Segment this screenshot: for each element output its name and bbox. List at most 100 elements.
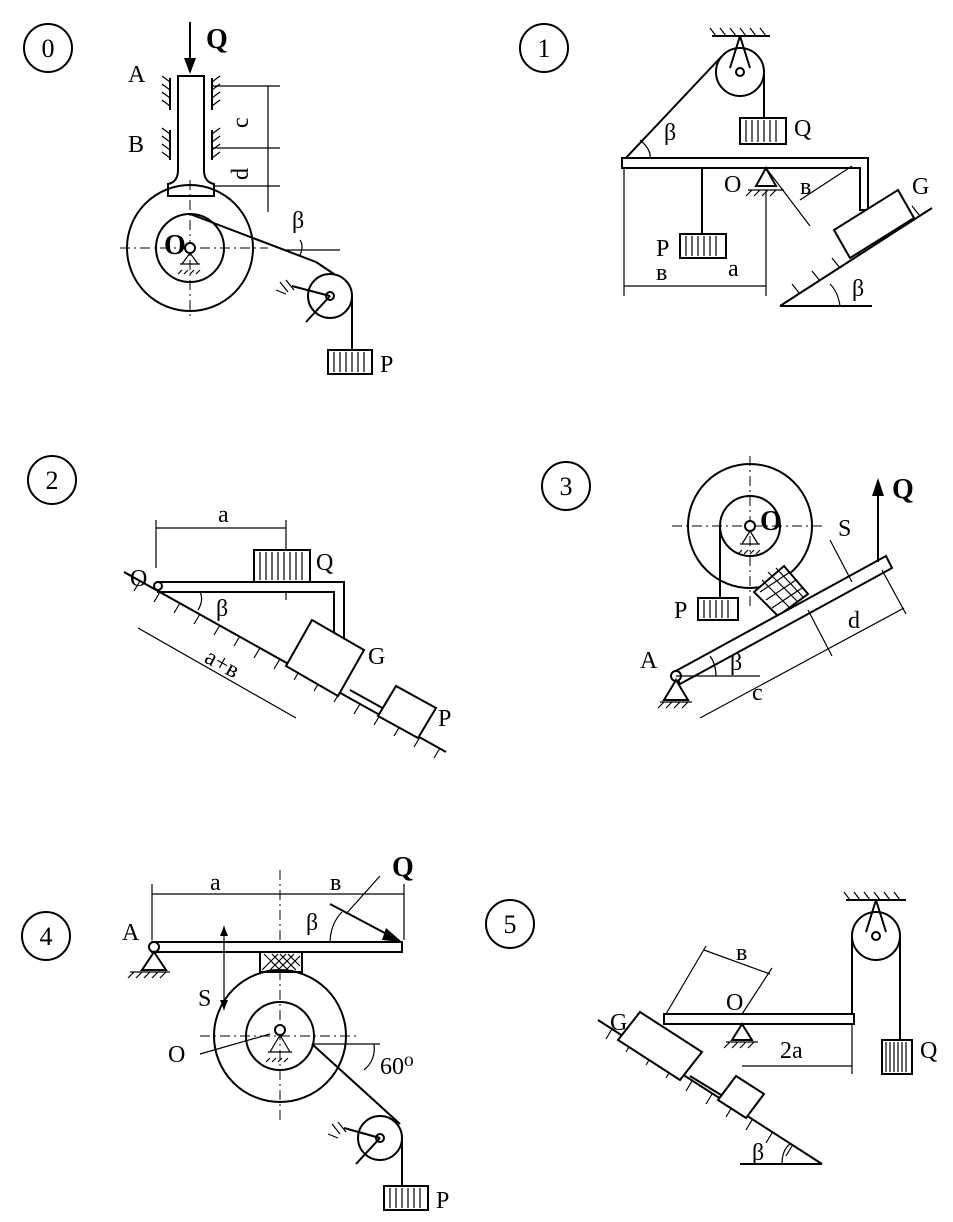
panel-number-circle <box>485 899 535 949</box>
pivot-a-hatch <box>657 701 692 709</box>
pulley-5-hanger-a <box>865 899 877 933</box>
drum-outer <box>213 969 347 1103</box>
force-q-arrowhead <box>382 928 402 942</box>
label-p: P <box>438 706 451 732</box>
block-g <box>832 188 916 260</box>
drum-pivot <box>274 1024 286 1036</box>
label-a: a <box>728 256 739 282</box>
pulley-0-wall-hatch <box>275 279 295 295</box>
dim-c <box>699 649 827 719</box>
label-p: P <box>436 1188 449 1214</box>
label-p: P <box>674 598 687 624</box>
label-a: a <box>210 870 221 896</box>
drum-inner <box>245 1001 315 1071</box>
drum-outer <box>126 184 254 312</box>
label-v: в <box>800 174 811 200</box>
dim-v <box>799 165 853 201</box>
label-o: O <box>760 506 782 537</box>
pulley-5-pin <box>871 931 881 941</box>
lever-1 <box>621 157 869 211</box>
rope-0 <box>189 213 317 263</box>
weight-p-hatch <box>389 1188 421 1208</box>
label-g: G <box>610 1010 627 1036</box>
panel-number: 1 <box>538 34 551 63</box>
label-v: в <box>736 940 747 966</box>
label-v2: в <box>656 260 667 286</box>
pulley-0-bracket-a <box>291 285 331 297</box>
label-o: O <box>726 990 743 1016</box>
brake-shoe <box>752 564 810 618</box>
pulley-5-hanger-b <box>875 899 887 933</box>
weight-q <box>739 117 787 145</box>
label-q: Q <box>316 550 333 576</box>
label-a-point: A <box>122 920 140 946</box>
panel-3: 3 O P A β Q S c <box>541 456 914 719</box>
rope-0-wrap <box>315 261 335 275</box>
label-q: Q <box>206 24 228 55</box>
panel-number: 5 <box>504 910 517 939</box>
pivot-a-hatch <box>127 971 170 979</box>
fulcrum-o <box>754 165 778 187</box>
label-q: Q <box>392 852 414 883</box>
weight-p-hatch <box>333 352 365 372</box>
label-q: Q <box>794 116 811 142</box>
block-g <box>616 1010 704 1082</box>
drum-support <box>265 1034 292 1063</box>
panel-2: 2 a Q O β a+в G P <box>27 455 451 759</box>
drum-pivot <box>184 242 196 254</box>
ceiling-1-hatch <box>709 27 767 37</box>
label-beta: β <box>292 208 304 234</box>
label-a: a <box>218 502 229 528</box>
panel-number-circle <box>23 23 73 73</box>
beta-arc-3 <box>709 655 717 677</box>
label-s: S <box>838 516 851 542</box>
label-o: O <box>164 230 186 261</box>
dim-v-ext-right <box>741 967 773 1015</box>
dim-ext-mid <box>807 609 833 657</box>
rope-beta <box>623 55 723 161</box>
force-q-arrowhead <box>872 478 884 496</box>
beta-arc-5 <box>781 1143 791 1165</box>
label-beta: β <box>752 1140 764 1166</box>
lever-4 <box>151 941 403 953</box>
label-v: в <box>330 870 341 896</box>
drum-outer <box>687 463 813 589</box>
label-d: d <box>228 168 254 180</box>
guide-a-hatch <box>161 75 221 107</box>
dim-ext-right <box>881 569 907 615</box>
pulley-4-bracket-a <box>343 1127 381 1139</box>
label-g: G <box>368 644 385 670</box>
lever-5 <box>663 1013 855 1025</box>
pivot-a-support <box>140 950 168 971</box>
label-o: O <box>130 566 147 592</box>
label-a: A <box>640 648 658 674</box>
label-o-leader <box>199 1033 271 1055</box>
incline-2-hatch <box>133 580 441 759</box>
weight-q-hatch <box>885 1042 907 1072</box>
panel-5: 5 Q O в 2a β G <box>485 891 937 1166</box>
label-p: P <box>656 236 669 262</box>
label-beta: β <box>216 596 228 622</box>
label-beta: β <box>730 650 742 676</box>
label-c: c <box>228 117 254 128</box>
angle-60-arc <box>363 1043 375 1071</box>
label-c: c <box>752 680 763 706</box>
force-s-arrowhead-up <box>220 926 228 936</box>
incline-1 <box>779 207 933 307</box>
panel-0: 0 Q A B c d O β <box>23 22 393 378</box>
label-a: A <box>128 62 146 88</box>
pulley-0-bracket-b <box>305 295 331 323</box>
label-b: B <box>128 132 144 158</box>
beta-arc-4 <box>329 911 343 945</box>
dim-d <box>825 607 905 651</box>
vertical-rod <box>167 75 215 197</box>
panel-number-circle <box>27 455 77 505</box>
fulcrum-o-hatch <box>745 189 784 197</box>
label-2a: 2a <box>780 1038 803 1064</box>
weight-q <box>253 549 311 583</box>
label-p: P <box>380 352 393 378</box>
drum-support <box>177 252 201 275</box>
label-60: 60⁰ <box>380 1054 414 1080</box>
label-beta: β <box>306 910 318 936</box>
